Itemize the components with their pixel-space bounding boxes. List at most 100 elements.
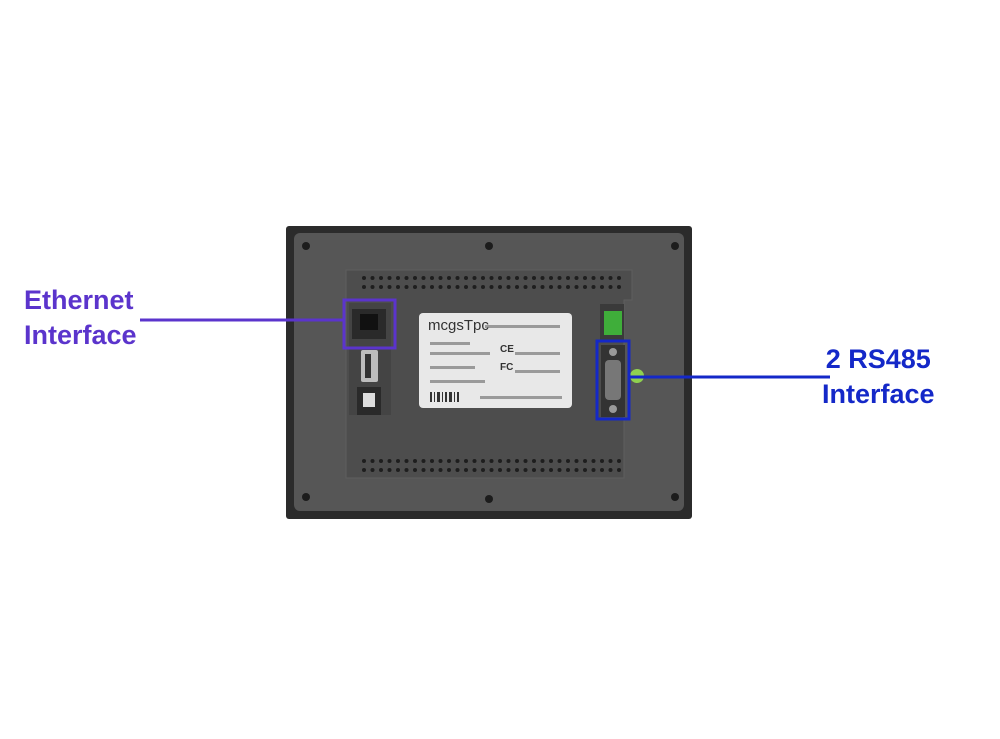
vent-hole [566, 285, 570, 289]
vent-hole [430, 459, 434, 463]
vent-hole [370, 276, 375, 280]
vent-hole [396, 285, 400, 289]
vent-hole [404, 468, 409, 472]
screw [485, 242, 493, 250]
db9-connector-shell [605, 360, 621, 400]
vent-hole [438, 468, 443, 472]
vent-hole [506, 468, 511, 472]
vent-hole [515, 459, 519, 463]
vent-hole [608, 285, 613, 289]
vent-hole [481, 468, 485, 472]
vent-hole [430, 285, 434, 289]
vent-hole [506, 276, 511, 280]
vent-hole [379, 468, 383, 472]
power-terminal [604, 311, 622, 335]
vent-hole [370, 285, 375, 289]
ethernet-highlight-box [342, 298, 397, 350]
vent-hole [370, 468, 375, 472]
vent-hole [523, 285, 528, 289]
ethernet-callout-line2: Interface [24, 320, 137, 350]
vent-hole [430, 276, 434, 280]
vent-hole [498, 468, 502, 472]
vent-hole [387, 276, 392, 280]
vent-hole [489, 285, 494, 289]
vent-hole [498, 285, 502, 289]
vent-hole [481, 276, 485, 280]
vent-hole [532, 276, 536, 280]
vent-hole [481, 459, 485, 463]
vent-hole [515, 276, 519, 280]
vent-hole [506, 459, 511, 463]
vent-hole [362, 459, 366, 463]
rs485-callout-line2: Interface [822, 379, 935, 409]
vent-hole [591, 468, 596, 472]
vent-hole [523, 459, 528, 463]
vent-hole [549, 276, 553, 280]
screw [671, 242, 679, 250]
vent-hole [464, 459, 468, 463]
usb-a-port-tongue [365, 354, 371, 378]
vent-hole [464, 276, 468, 280]
vent-hole [455, 468, 460, 472]
vent-hole [583, 276, 587, 280]
screw [302, 493, 310, 501]
vent-hole [600, 468, 604, 472]
product-label [419, 313, 572, 408]
vent-hole [362, 276, 366, 280]
vent-hole [362, 285, 366, 289]
vent-hole [515, 285, 519, 289]
vent-hole [498, 276, 502, 280]
vent-hole [404, 276, 409, 280]
vent-holes [362, 276, 621, 472]
vent-hole [600, 285, 604, 289]
vent-hole [396, 468, 400, 472]
vent-hole [540, 276, 545, 280]
screws [302, 242, 679, 503]
vent-hole [566, 468, 570, 472]
vent-hole [600, 276, 604, 280]
vent-hole [464, 468, 468, 472]
vent-hole [472, 285, 477, 289]
vent-hole [540, 285, 545, 289]
vent-hole [549, 459, 553, 463]
vent-hole [438, 459, 443, 463]
vent-hole [455, 276, 460, 280]
db9-mounting-screw [609, 405, 617, 413]
vent-hole [532, 285, 536, 289]
vent-hole [608, 468, 613, 472]
vent-hole [370, 459, 375, 463]
vent-hole [438, 285, 443, 289]
vent-hole [362, 468, 366, 472]
vent-hole [387, 468, 392, 472]
vent-hole [481, 285, 485, 289]
vent-hole [455, 285, 460, 289]
vent-hole [387, 459, 392, 463]
vent-hole [404, 459, 409, 463]
vent-hole [489, 468, 494, 472]
vent-hole [523, 468, 528, 472]
usb-b-port-insert [363, 393, 375, 407]
vent-hole [489, 276, 494, 280]
vent-hole [413, 459, 417, 463]
ethernet-callout-line1: Ethernet [24, 285, 134, 315]
vent-hole [387, 285, 392, 289]
vent-hole [574, 468, 579, 472]
vent-hole [549, 285, 553, 289]
vent-hole [583, 468, 587, 472]
vent-hole [489, 459, 494, 463]
screw [485, 495, 493, 503]
vent-hole [557, 276, 562, 280]
label-fc-mark: FC [500, 362, 514, 373]
vent-hole [515, 468, 519, 472]
vent-hole [523, 276, 528, 280]
vent-hole [447, 459, 451, 463]
vent-hole [540, 459, 545, 463]
vent-hole [413, 285, 417, 289]
vent-hole [557, 459, 562, 463]
vent-hole [566, 276, 570, 280]
vent-hole [379, 285, 383, 289]
vent-hole [583, 459, 587, 463]
vent-hole [472, 459, 477, 463]
